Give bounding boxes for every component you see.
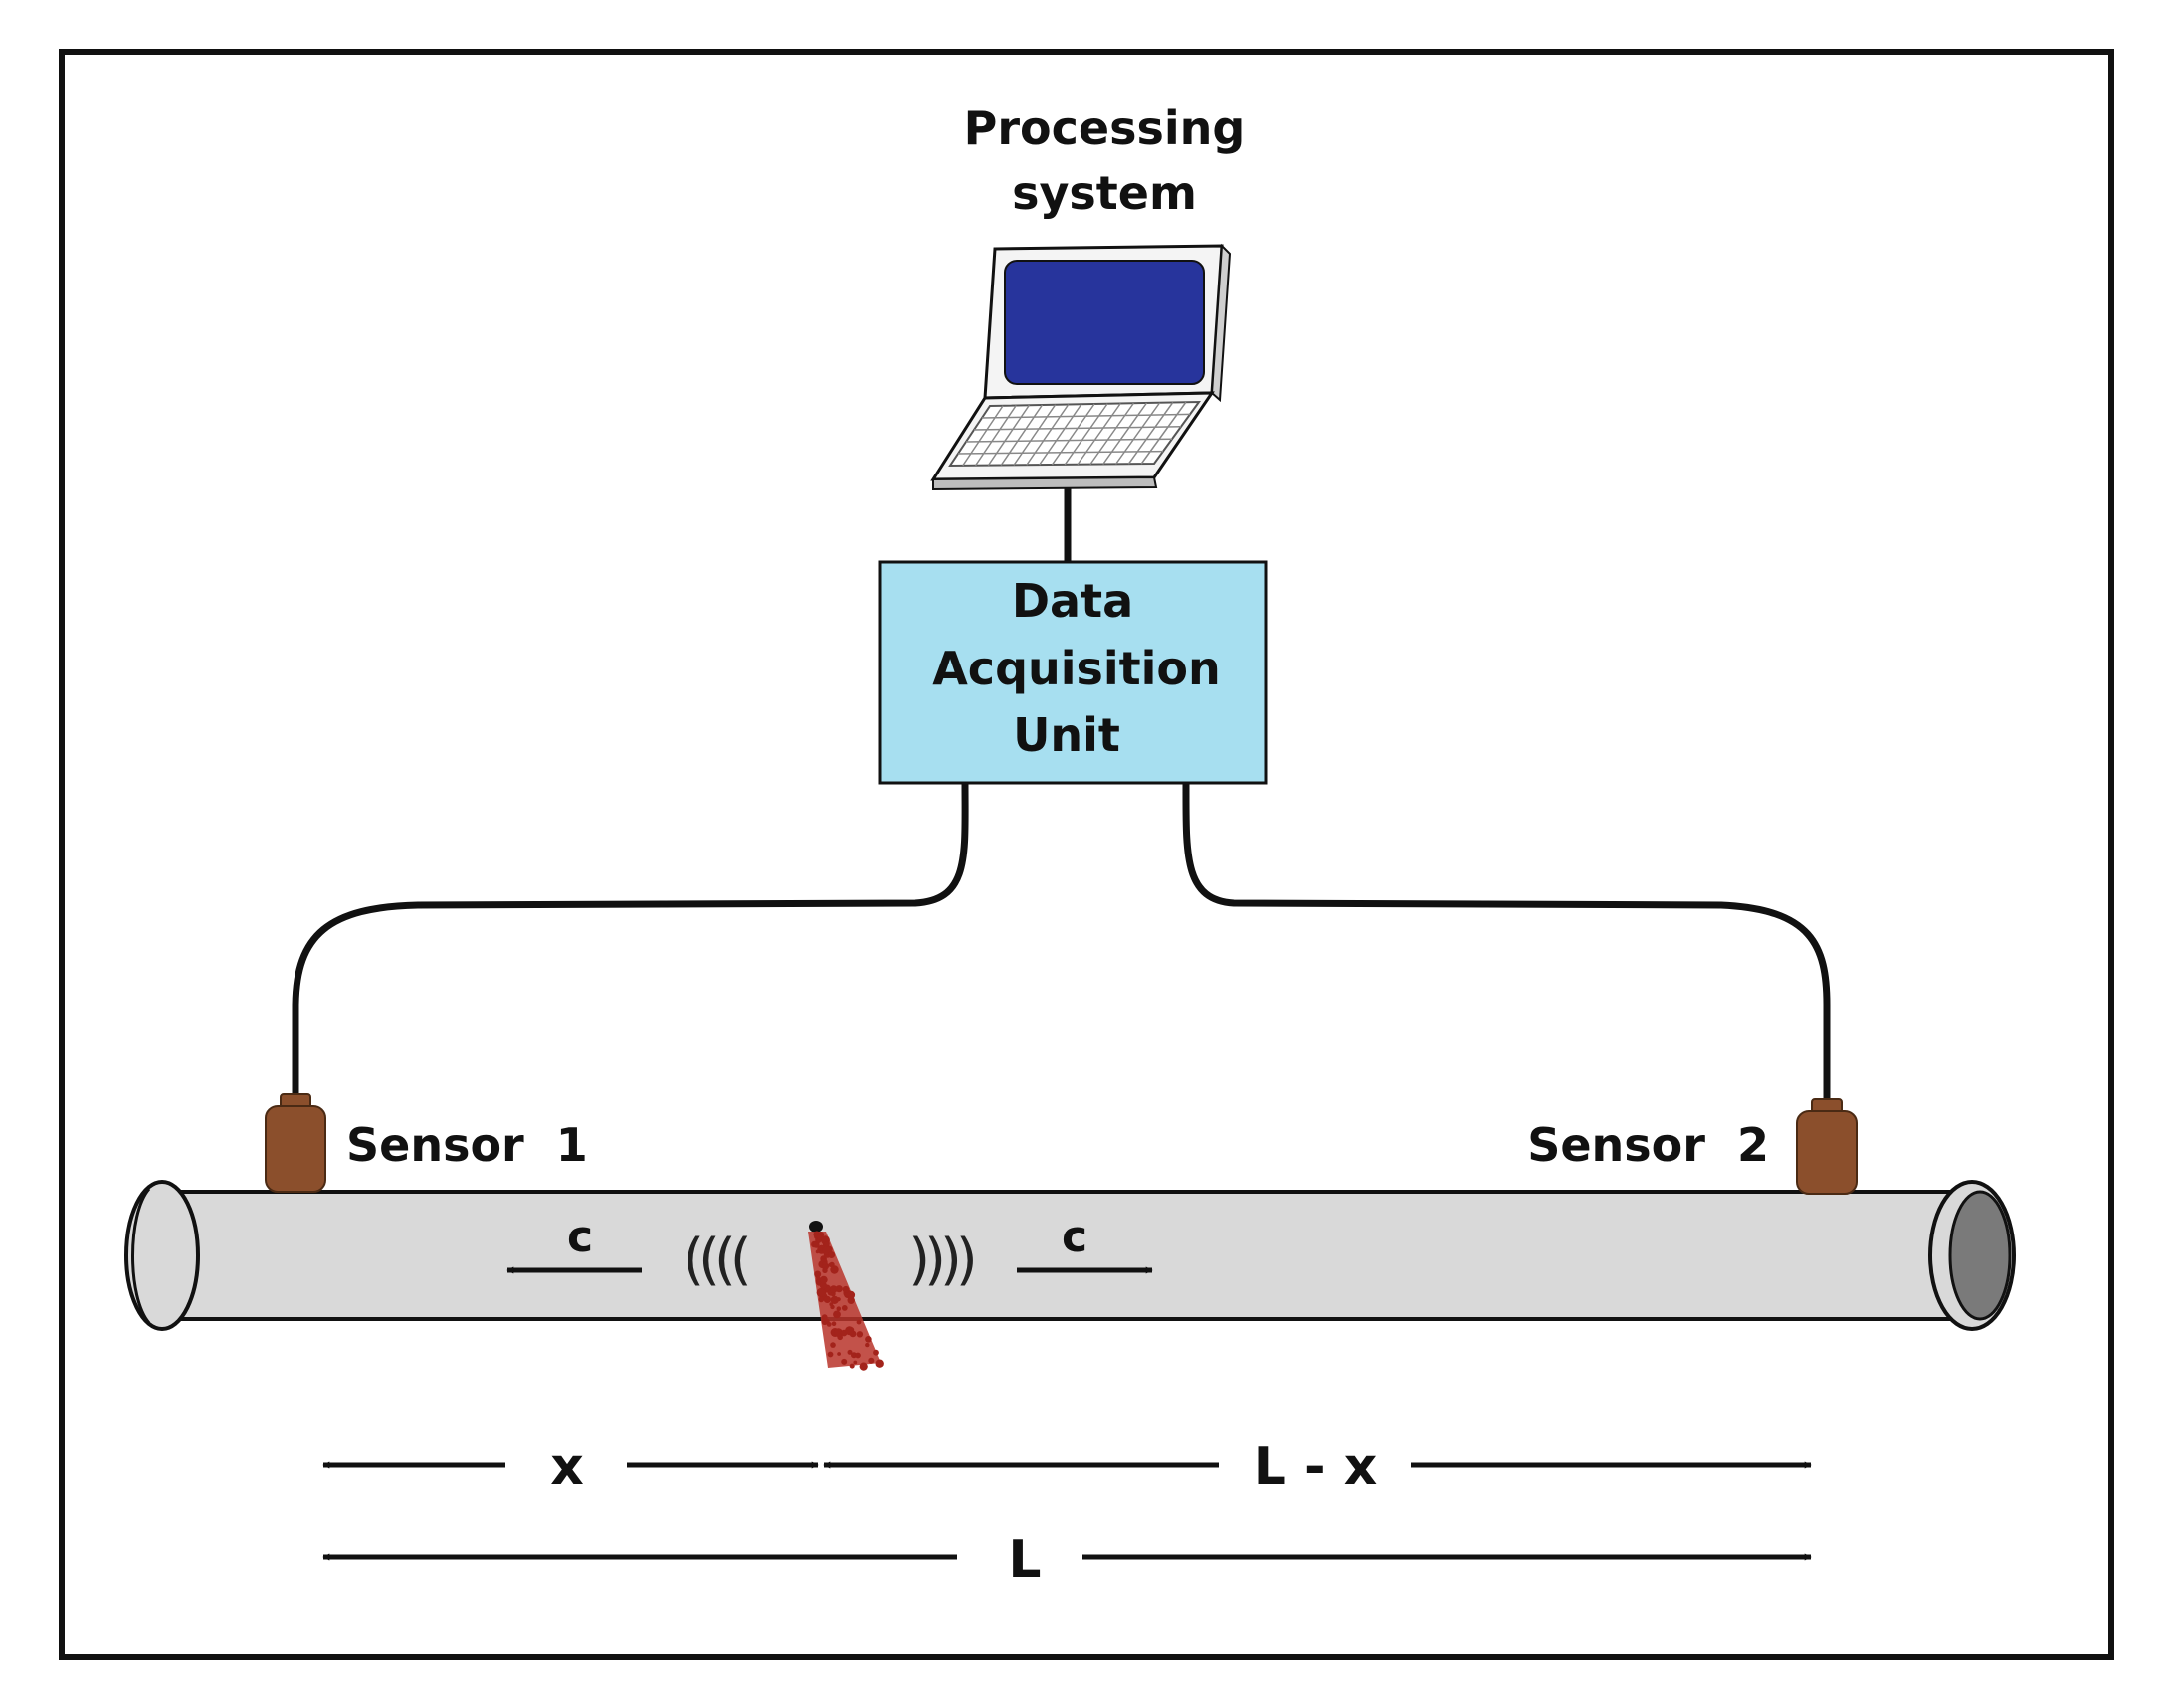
laptop-keyboard (957, 401, 1191, 467)
daq-label-line1: Data (1012, 574, 1133, 628)
sensor2 (1796, 1098, 1858, 1195)
wave-right-symbol: )))) (908, 1228, 974, 1292)
sensor2-label: Sensor 2 (1527, 1118, 1769, 1172)
wave-left-speed: c (567, 1212, 593, 1262)
dimension-x-label: x (550, 1437, 584, 1497)
daq-box (878, 560, 1268, 785)
sensor1-label: Sensor 1 (346, 1118, 588, 1172)
pipe-right-end-opening (1948, 1190, 2012, 1321)
leak-spray (811, 1231, 884, 1371)
sensor2-cable (1182, 782, 1831, 1104)
sensor1 (265, 1093, 326, 1193)
pipe-body (157, 1190, 1962, 1321)
wave-right-speed: c (1062, 1212, 1087, 1262)
pipe-left-end (124, 1180, 200, 1331)
dimension-l: L (322, 1530, 1812, 1590)
daq-label-line2: Acquisition (932, 642, 1221, 695)
sensor1-cable (292, 782, 969, 1099)
computer-label-line1: Processing (964, 101, 1246, 155)
wave-left-symbol: (((( (683, 1228, 748, 1292)
data-acquisition-unit: Data Acquisition Unit (878, 560, 1268, 785)
laptop-icon (930, 243, 1232, 491)
laptop-screen (1004, 260, 1205, 385)
daq-label-line3: Unit (1013, 708, 1120, 762)
dimension-lx-label: L - x (1254, 1437, 1377, 1497)
wave-left: c (((( (506, 1212, 754, 1292)
computer-label-line2: system (1012, 166, 1197, 220)
pipe (124, 1180, 2016, 1331)
dimension-l-minus-x: L - x (823, 1437, 1812, 1497)
dimension-l-label: L (1008, 1530, 1041, 1590)
dimension-x: x (322, 1437, 819, 1497)
leak (808, 1221, 884, 1371)
wave-right: )))) c (908, 1212, 1153, 1292)
